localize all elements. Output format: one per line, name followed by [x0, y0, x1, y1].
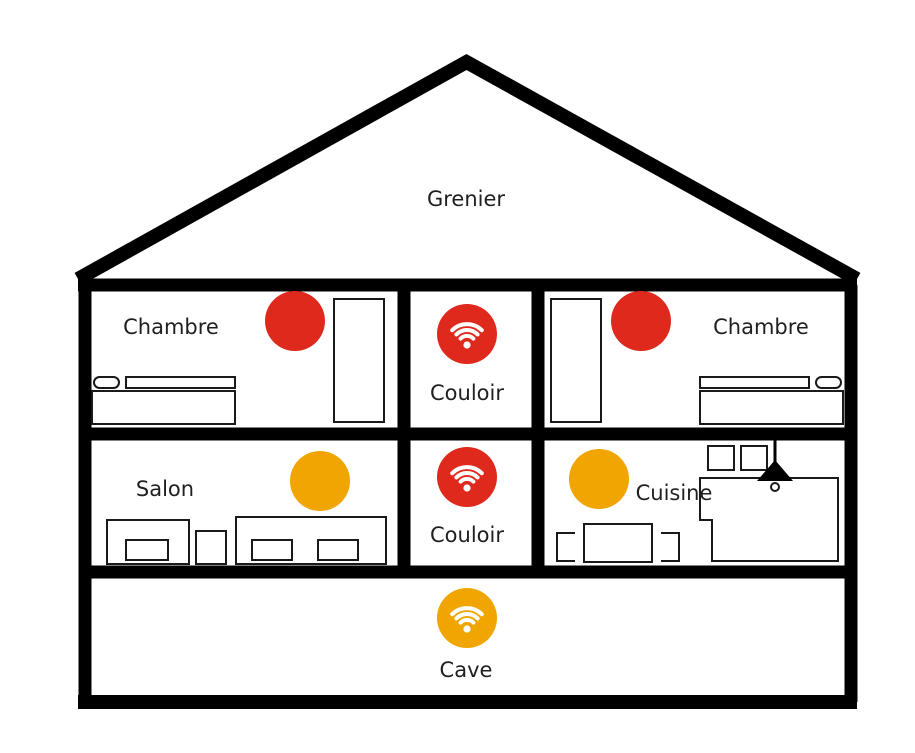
signal-dot-salon — [290, 451, 350, 511]
kitchen-unit-2 — [740, 445, 768, 471]
kitchen-counter — [699, 477, 839, 562]
wardrobe-right — [550, 298, 602, 423]
room-label-couloir-upper: Couloir — [430, 381, 504, 405]
armchair-cushion — [125, 539, 169, 561]
kitchen-table — [583, 523, 653, 563]
sofa-cushion-1 — [251, 539, 293, 561]
room-label-chambre-right: Chambre — [713, 315, 809, 339]
room-label-chambre-left: Chambre — [123, 315, 219, 339]
signal-dot-cuisine — [569, 449, 629, 509]
wifi-indicator-couloir-upper — [437, 304, 497, 364]
sofa-cushion-2 — [317, 539, 359, 561]
lamp-shade — [757, 460, 793, 481]
sofa-outer — [235, 516, 387, 565]
bed-left-base — [91, 390, 236, 425]
room-label-grenier: Grenier — [426, 187, 506, 211]
signal-dot — [569, 449, 629, 509]
wifi-dot — [463, 341, 471, 349]
signal-dot-chambre-right — [611, 291, 671, 351]
wifi-dot — [463, 625, 471, 633]
roof-outline — [74, 53, 861, 286]
wifi-indicator-cave — [437, 588, 497, 648]
bed-right-base — [699, 390, 844, 425]
bed-left-pillow — [93, 376, 120, 389]
side-table — [195, 530, 227, 565]
room-label-salon: Salon — [135, 477, 195, 501]
wifi-indicator-couloir-lower — [437, 447, 497, 507]
lamp-bulb — [770, 482, 780, 492]
armchair-outer — [106, 519, 190, 565]
room-label-couloir-lower: Couloir — [430, 523, 504, 547]
signal-dot — [611, 291, 671, 351]
pendant-lamp — [757, 440, 793, 492]
signal-dot-chambre-left — [265, 291, 325, 351]
bed-right-blanket — [699, 376, 810, 389]
furniture — [91, 298, 844, 565]
walls — [74, 53, 861, 709]
room-label-cave: Cave — [439, 658, 493, 682]
wifi-icon — [450, 465, 484, 484]
kitchen-unit-1 — [707, 445, 735, 471]
wardrobe-left — [333, 298, 385, 423]
kitchen-stool-right — [661, 532, 680, 562]
signal-dot — [290, 451, 350, 511]
kitchen-stool-left — [556, 532, 575, 562]
wifi-icon — [450, 322, 484, 341]
wifi-icon — [450, 606, 484, 625]
bed-left-blanket — [125, 376, 236, 389]
wifi-dot — [463, 484, 471, 492]
bed-right-pillow — [815, 376, 842, 389]
room-label-cuisine: Cuisine — [635, 481, 713, 505]
signal-dot — [265, 291, 325, 351]
